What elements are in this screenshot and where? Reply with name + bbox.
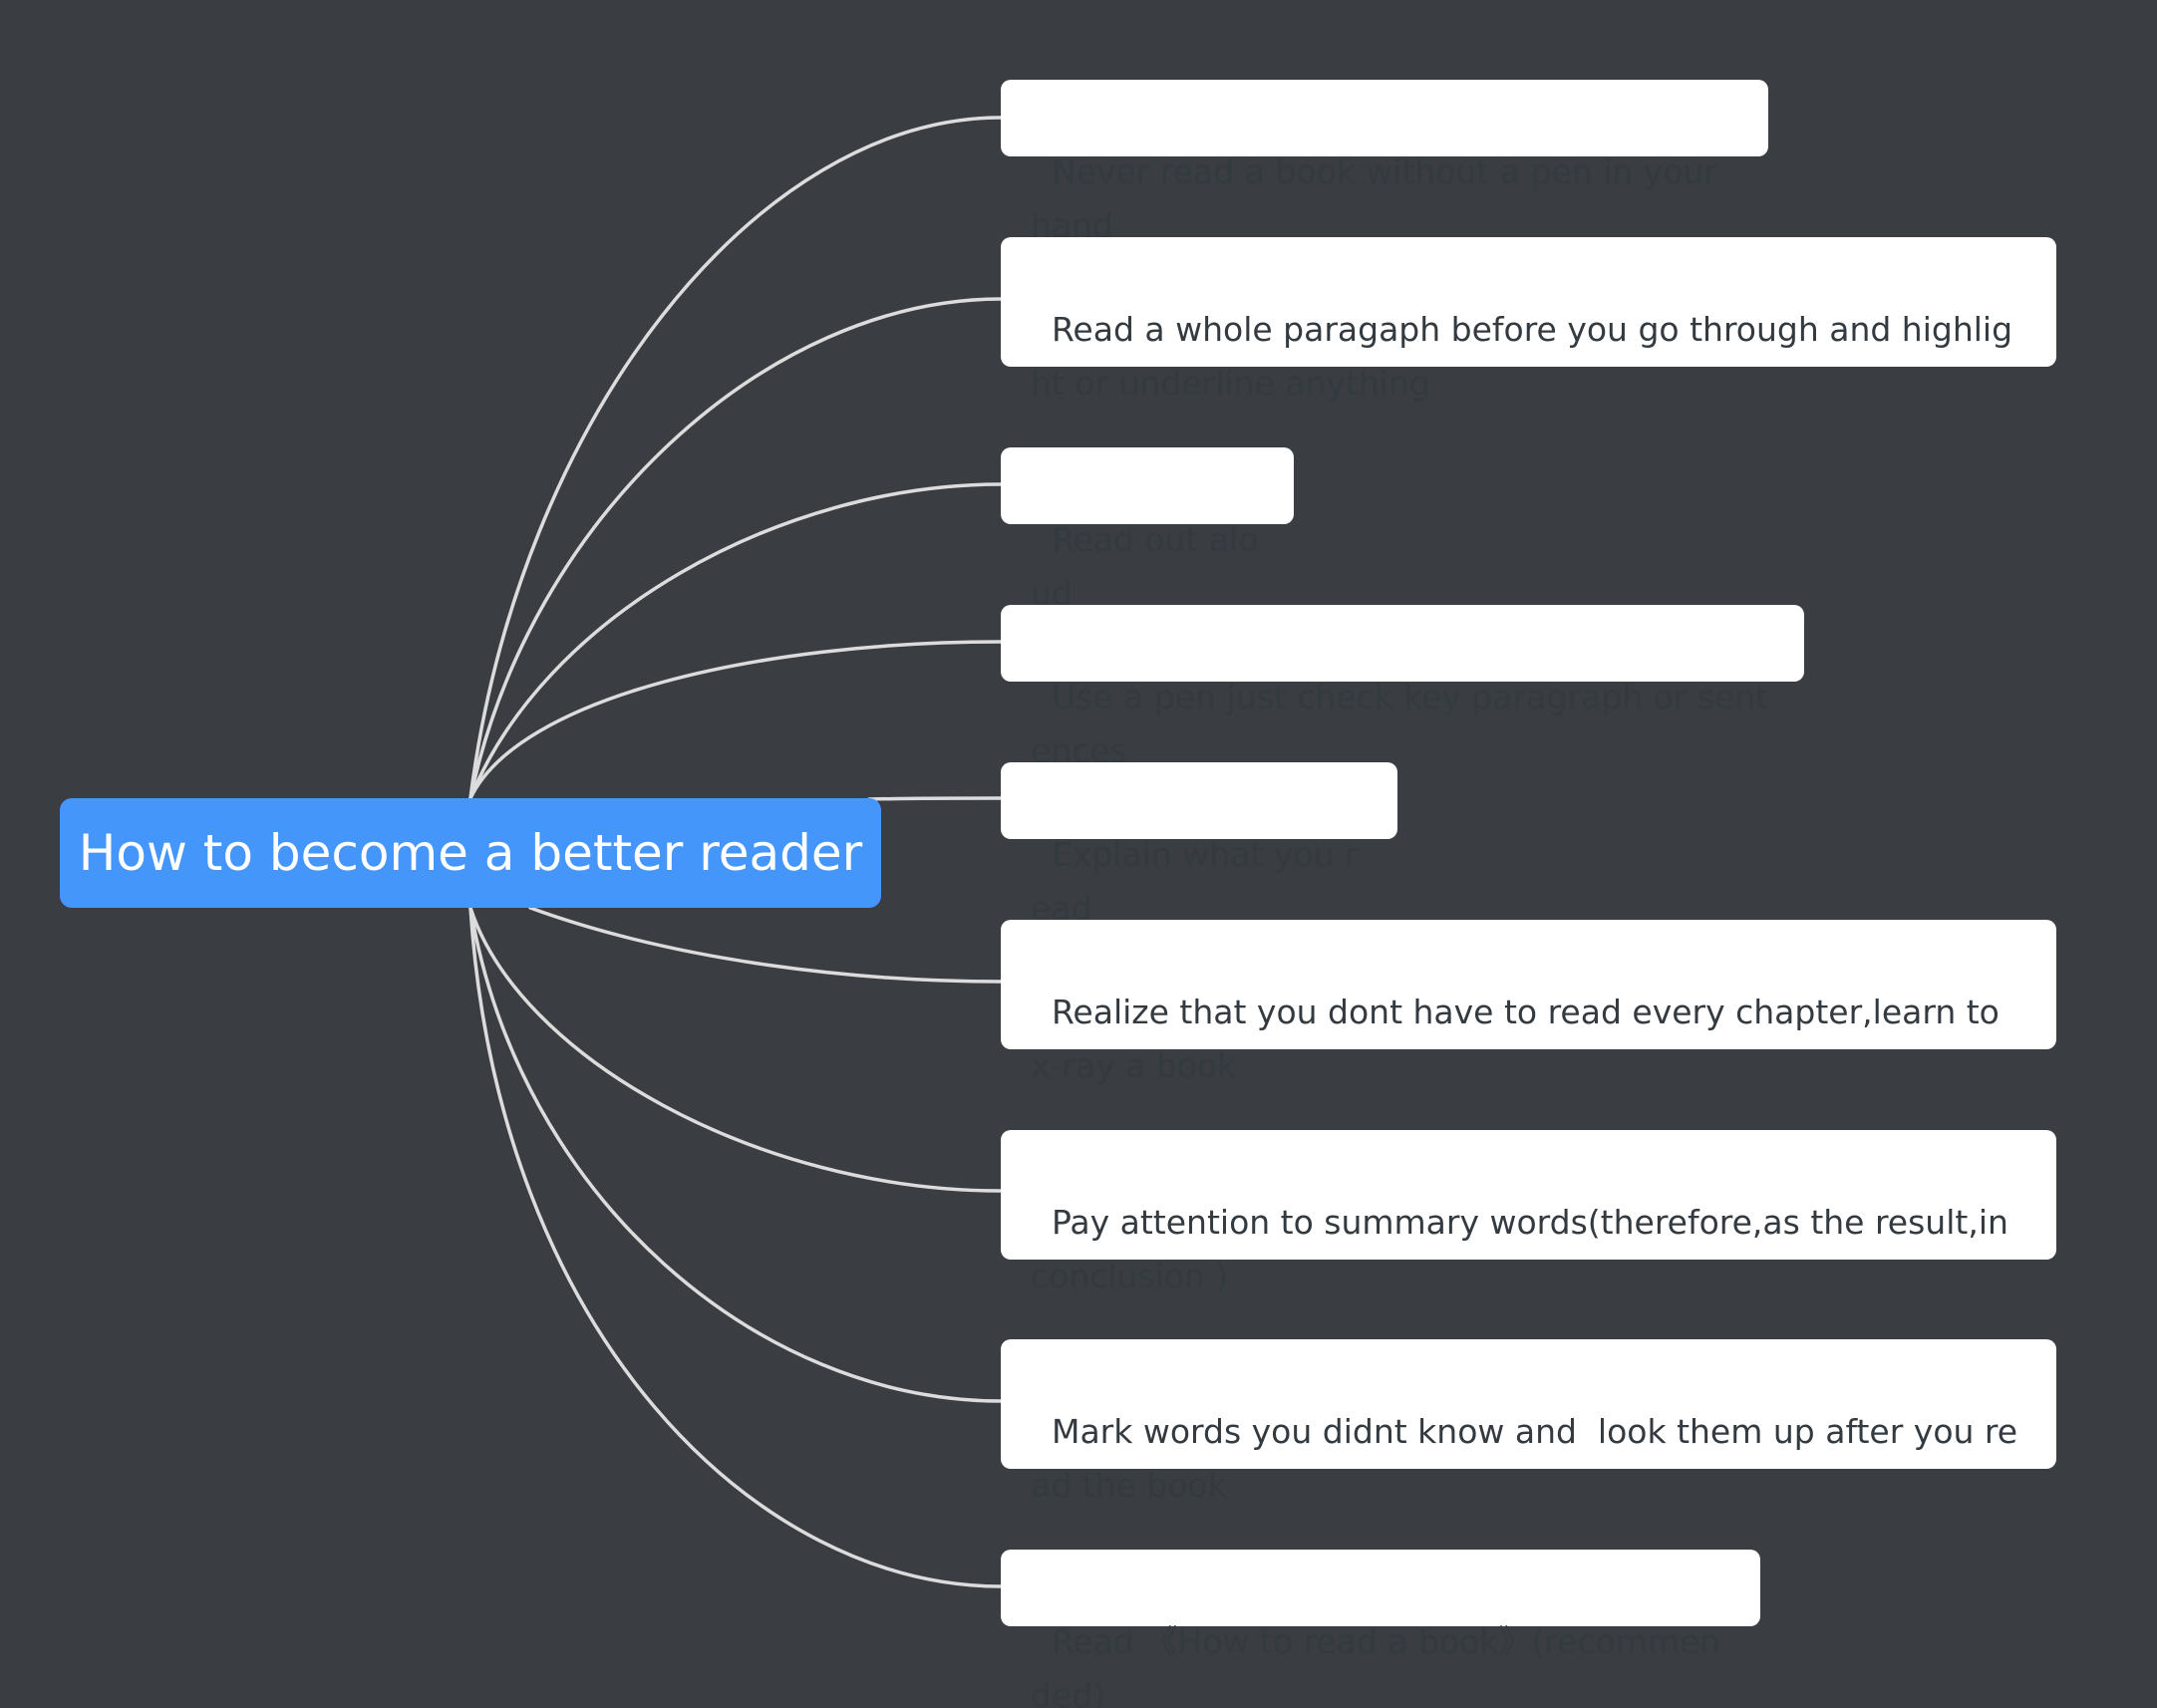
connector-line-7 [468,906,1003,1193]
branch-topic-label: Read 《How to read a book》(recommended) [1031,1622,1721,1708]
branch-topic-2[interactable]: Read a whole paragaph before you go thro… [1001,237,2056,403]
branch-topic-1[interactable]: Never read a book without a pen in your … [1001,80,1768,245]
connector-line-2 [468,297,1003,800]
branch-topic-4[interactable]: Use a pen just check key paragraph or se… [1001,605,1804,770]
branch-topic-3[interactable]: Read out aloud [1001,447,1294,613]
connector-line-3 [468,482,1003,800]
central-topic[interactable]: How to become a better reader [60,798,881,908]
connector-line-5 [867,796,1003,801]
connector-line-6 [528,906,1003,984]
branch-topic-label: Use a pen just check key paragraph or se… [1031,678,1769,770]
branch-topic-6[interactable]: Realize that you dont have to read every… [1001,920,2056,1085]
connector-line-9 [468,906,1003,1588]
branch-topic-label: Never read a book without a pen in your … [1031,152,1738,245]
branch-topic-8[interactable]: Mark words you didnt know and look them … [1001,1339,2056,1505]
branch-topic-label: Read a whole paragaph before you go thro… [1031,310,2013,403]
connector-line-1 [468,116,1003,800]
branch-topic-5[interactable]: Explain what you read [1001,762,1397,928]
central-topic-label: How to become a better reader [78,824,863,882]
branch-topic-9[interactable]: Read 《How to read a book》(recommended) [1001,1550,1760,1708]
branch-topic-7[interactable]: Pay attention to summary words(therefore… [1001,1130,2056,1295]
branch-topic-label: Pay attention to summary words(therefore… [1031,1203,2019,1295]
branch-topic-label: Mark words you didnt know and look them … [1031,1412,2018,1505]
connector-line-4 [468,640,1003,800]
connector-line-8 [468,906,1003,1403]
branch-topic-label: Realize that you dont have to read every… [1031,993,2010,1085]
